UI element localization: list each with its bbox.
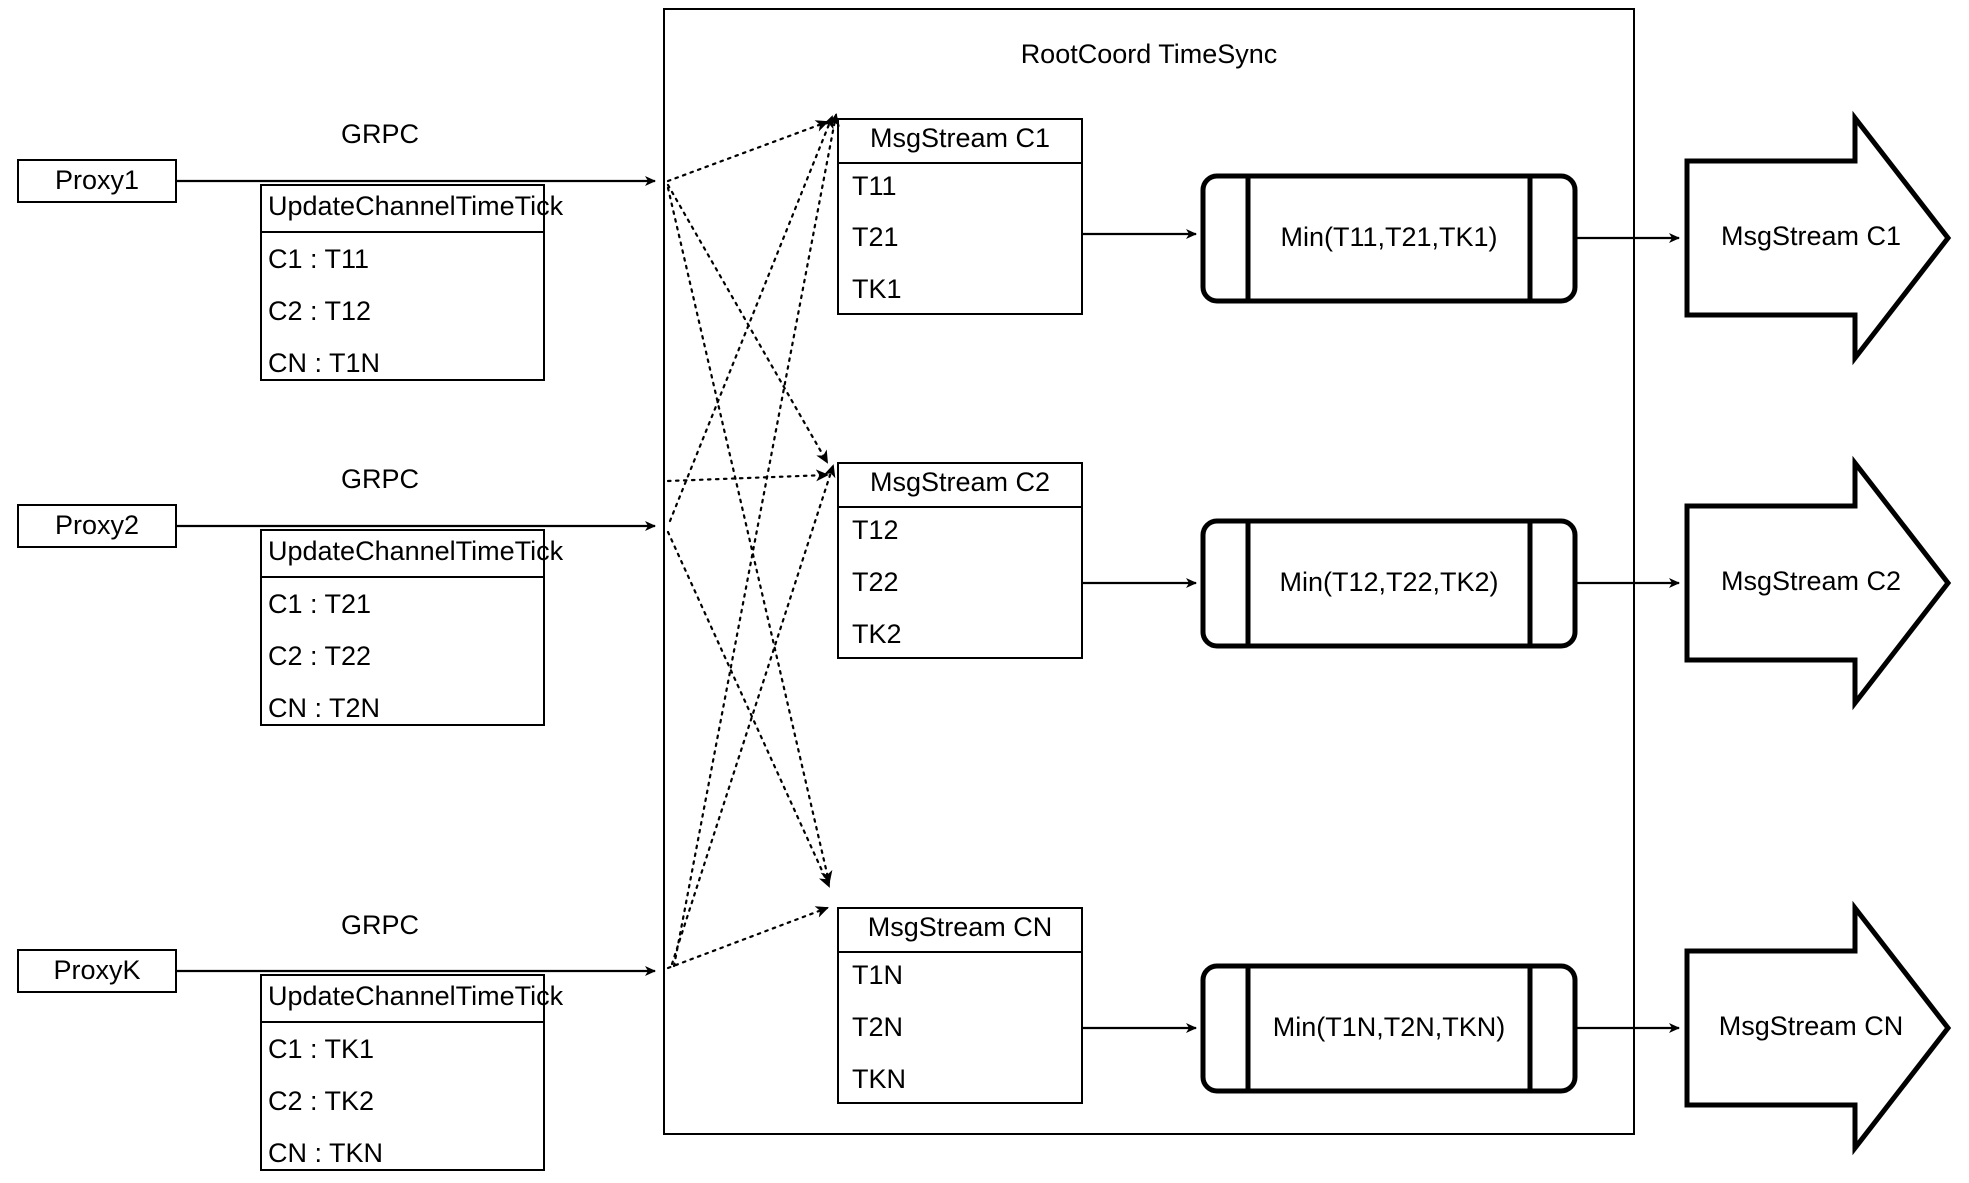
fanout-edge-p1-c1 [666,120,829,183]
request-row-proxy2-0: C1 : T21 [268,589,371,619]
grpc-label-proxy1: GRPC [341,119,419,149]
output-arrow-label-cn: MsgStream CN [1719,1011,1904,1041]
request-title-proxy2: UpdateChannelTimeTick [268,536,564,566]
fanout-edge-p1-cn [666,186,833,884]
grpc-label-proxy2: GRPC [341,464,419,494]
request-row-proxy1-2: CN : T1N [268,348,380,378]
fanout-edge-p1-c2 [666,183,829,464]
request-row-proxy1-1: C2 : T12 [268,296,371,326]
request-row-proxy1-0: C1 : T11 [268,244,369,274]
output-arrow-label-c1: MsgStream C1 [1721,221,1901,251]
request-row-proxyK-0: C1 : TK1 [268,1034,374,1064]
msgstream-box-c2 [837,462,1083,659]
request-row-proxy2-1: C2 : T22 [268,641,371,671]
rootcoord-timesync-container [663,8,1635,1135]
proxy-label-proxyK: ProxyK [53,955,140,985]
fanout-edge-p2-c1 [668,115,834,523]
msgstream-row-c1-0: T11 [852,171,897,201]
fanout-edge-pk-c1 [672,113,840,968]
min-label-c1: Min(T11,T21,TK1) [1280,222,1497,252]
msgstream-row-cn-1: T2N [852,1012,903,1042]
msgstream-title-cn: MsgStream CN [868,912,1053,942]
msgstream-row-c2-2: TK2 [852,619,902,649]
msgstream-box-cn [837,907,1083,1104]
min-label-c2: Min(T12,T22,TK2) [1279,567,1498,597]
msgstream-row-c2-0: T12 [852,515,899,545]
proxy-label-proxy2: Proxy2 [55,510,139,540]
msgstream-row-cn-0: T1N [852,960,903,990]
fanout-edge-pk-cn [666,906,829,970]
request-row-proxyK-1: C2 : TK2 [268,1086,374,1116]
min-label-cn: Min(T1N,T2N,TKN) [1273,1012,1506,1042]
fanout-edge-p2-cn [666,530,831,888]
request-box-proxyK [260,974,545,1171]
request-title-proxy1: UpdateChannelTimeTick [268,191,564,221]
msgstream-row-c2-1: T22 [852,567,899,597]
request-box-proxy2 [260,529,545,726]
proxy-label-proxy1: Proxy1 [55,165,139,195]
fanout-edge-p2-c2 [666,469,829,483]
grpc-label-proxyK: GRPC [341,910,419,940]
request-box-proxy1 [260,184,545,381]
request-row-proxyK-2: CN : TKN [268,1138,383,1168]
fanout-edge-pk-c2 [670,464,836,966]
msgstream-row-c1-1: T21 [852,222,899,252]
timetick-fanout-edges [666,113,840,970]
output-arrow-shape-c2 [1684,455,1952,711]
msgstream-title-c2: MsgStream C2 [870,467,1050,497]
output-arrow-label-c2: MsgStream C2 [1721,566,1901,596]
output-arrow-shape-cn [1684,900,1952,1156]
request-row-proxy2-2: CN : T2N [268,693,380,723]
output-arrow-shape-c1 [1684,110,1952,366]
msgstream-row-c1-2: TK1 [852,274,902,304]
container-title: RootCoord TimeSync [1021,39,1278,69]
msgstream-box-c1 [837,118,1083,315]
msgstream-title-c1: MsgStream C1 [870,123,1050,153]
msgstream-row-cn-2: TKN [852,1064,906,1094]
request-title-proxyK: UpdateChannelTimeTick [268,981,564,1011]
